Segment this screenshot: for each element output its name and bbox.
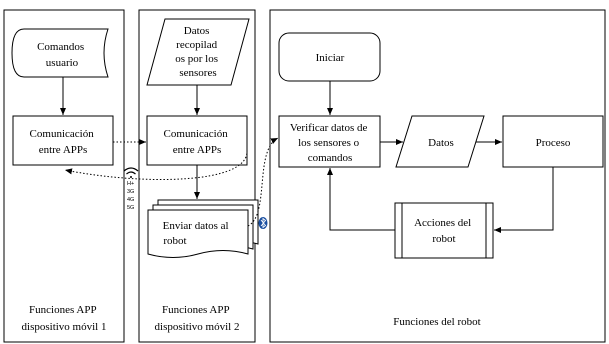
iniciar-line-1: Iniciar (316, 52, 345, 64)
datos-recopilados-line-3: os por los (175, 53, 218, 65)
lane-2-label-line-1: Funciones APP (162, 304, 229, 316)
comunicacion-2-line-2: entre APPs (173, 144, 222, 156)
proceso-line-1: Proceso (536, 137, 571, 149)
lane-1-label-line-1: Funciones APP (29, 304, 96, 316)
acciones-line-1: Acciones del (414, 217, 471, 229)
arrow-acciones-to-verificar (327, 168, 395, 231)
network-label-3g: 3G (127, 189, 134, 195)
comandos-usuario-line-2: usuario (46, 57, 79, 69)
enviar-datos-node (147, 199, 259, 258)
verificar-line-1: Verificar datos de (290, 122, 368, 134)
enviar-datos-line-1: Enviar datos al (163, 220, 229, 232)
datos-recopilados-node (146, 18, 250, 86)
proceso-node (502, 115, 604, 168)
dotted-arrow-app2-to-app1 (64, 149, 248, 181)
verificar-line-3: comandos (308, 152, 353, 164)
comandos-usuario-text: Comandos usuario (37, 41, 87, 69)
verificar-text: Verificar datos de los sensores o comand… (290, 122, 370, 164)
datos-recopilados-line-4: sensores (179, 67, 216, 79)
comunicacion-2-text: Comunicación entre APPs (164, 128, 231, 156)
lane-2-label: Funciones APP dispositivo móvil 2 (155, 304, 240, 333)
lane-3-label-line-1: Funciones del robot (393, 316, 480, 328)
lane-app-1 (3, 9, 125, 343)
comunicacion-1-text: Comunicación entre APPs (30, 128, 97, 156)
datos-line-1: Datos (428, 137, 454, 149)
bluetooth-icon (258, 217, 268, 229)
comunicacion-1-line-2: entre APPs (39, 144, 88, 156)
lane-robot (269, 9, 606, 343)
acciones-text: Acciones del robot (414, 217, 474, 245)
comunicacion-2-line-1: Comunicación (164, 128, 229, 140)
wifi-icon (123, 167, 139, 178)
datos-text: Datos (428, 137, 454, 149)
dotted-arrow-enviar-to-verificar (247, 137, 279, 227)
datos-recopilados-line-2: recopilad (176, 39, 217, 51)
network-label-hplus: H+ (127, 181, 134, 187)
comandos-usuario-node (11, 28, 109, 78)
lane-1-label: Funciones APP dispositivo móvil 1 (22, 304, 107, 333)
datos-recopilados-line-1: Datos (184, 25, 210, 37)
proceso-text: Proceso (536, 137, 571, 149)
acciones-node (394, 202, 494, 259)
acciones-line-2: robot (432, 233, 455, 245)
network-label-5g: 5G (127, 205, 134, 211)
comunicacion-2-node (146, 115, 248, 166)
enviar-datos-line-2: robot (163, 235, 186, 247)
lane-2-label-line-2: dispositivo móvil 2 (155, 321, 240, 333)
datos-node (395, 115, 485, 168)
lane-1-label-line-2: dispositivo móvil 1 (22, 321, 107, 333)
lane-app-2 (138, 9, 256, 343)
comandos-usuario-line-1: Comandos (37, 41, 84, 53)
verificar-node (278, 115, 381, 168)
network-label-4g: 4G (127, 197, 134, 203)
lane-3-label: Funciones del robot (393, 316, 480, 328)
comunicacion-1-line-1: Comunicación (30, 128, 95, 140)
arrow-proceso-to-acciones (494, 167, 554, 233)
comunicacion-1-node (12, 115, 114, 166)
enviar-datos-text: Enviar datos al robot (163, 220, 232, 247)
datos-recopilados-text: Datos recopilad os por los sensores (175, 25, 221, 79)
verificar-line-2: los sensores o (298, 137, 360, 149)
iniciar-text: Iniciar (316, 52, 345, 64)
network-labels: H+ 3G 4G 5G (127, 181, 136, 211)
